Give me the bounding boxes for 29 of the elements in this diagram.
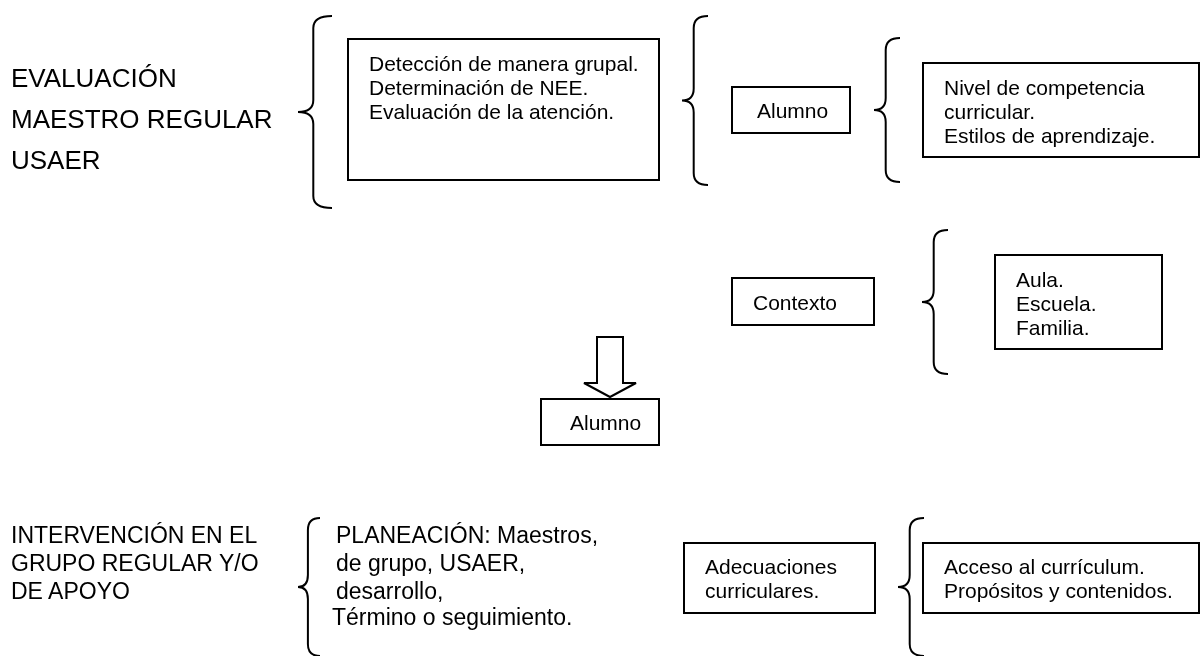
box-text: Alumno bbox=[757, 99, 830, 123]
box-text: Determinación de NEE. bbox=[369, 76, 590, 100]
box-text: Nivel de competencia curricular. bbox=[944, 76, 1146, 124]
box-text: Detección de manera grupal. bbox=[369, 52, 640, 76]
box-text: Estilos de aprendizaje. bbox=[944, 124, 1157, 148]
text-box bbox=[683, 542, 876, 614]
box-text: Propósitos y contenidos. bbox=[944, 579, 1174, 603]
box-text: Alumno bbox=[570, 411, 643, 435]
label-text: MAESTRO REGULAR bbox=[11, 105, 273, 133]
box-text: Evaluación de la atención. bbox=[369, 100, 616, 124]
box-text: Escuela. bbox=[1016, 292, 1098, 316]
text-box bbox=[994, 254, 1163, 350]
label-text: Término o seguimiento. bbox=[332, 603, 573, 631]
text-box bbox=[922, 62, 1200, 158]
text-box bbox=[731, 86, 851, 134]
label-text: USAER bbox=[11, 146, 101, 174]
block-arrow bbox=[583, 336, 637, 399]
label-text: INTERVENCIÓN EN EL GRUPO REGULAR Y/O DE APOYO bbox=[11, 521, 260, 605]
text-box bbox=[731, 277, 875, 326]
label-text: EVALUACIÓN bbox=[11, 64, 177, 92]
label-text: PLANEACIÓN: Maestros, de grupo, USAER, desarrollo, bbox=[336, 521, 600, 605]
box-text: Contexto bbox=[753, 291, 839, 315]
box-text: Aula. bbox=[1016, 268, 1065, 292]
box-text: Acceso al currículum. bbox=[944, 555, 1146, 579]
box-text: Familia. bbox=[1016, 316, 1091, 340]
text-box bbox=[347, 38, 660, 181]
box-text: Adecuaciones curriculares. bbox=[705, 555, 838, 603]
text-box bbox=[540, 398, 660, 446]
text-box bbox=[922, 542, 1200, 614]
